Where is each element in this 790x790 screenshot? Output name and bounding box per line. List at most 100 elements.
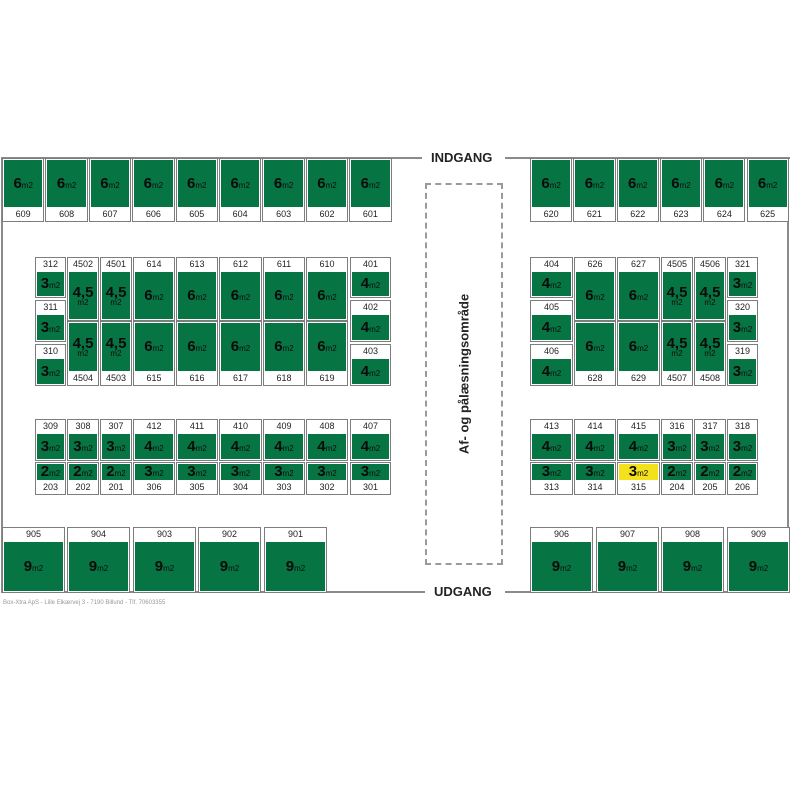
unit-size: 6 [541, 174, 550, 192]
unit-area: 3m2 [532, 463, 571, 480]
loading-zone-label: Af- og pålæsningsområde [456, 293, 472, 455]
unit-size: 6 [13, 174, 22, 192]
unit-area: 4m2 [532, 272, 571, 296]
unit-area-suffix: m2 [239, 344, 251, 353]
unit-size: 6 [714, 174, 723, 192]
unit-area-suffix: m2 [282, 292, 294, 302]
unit-area-suffix: m2 [708, 443, 720, 453]
unit-number: 4502 [68, 258, 98, 271]
unit-area-suffix: m2 [77, 297, 89, 307]
unit-area: 6m2 [308, 323, 346, 371]
